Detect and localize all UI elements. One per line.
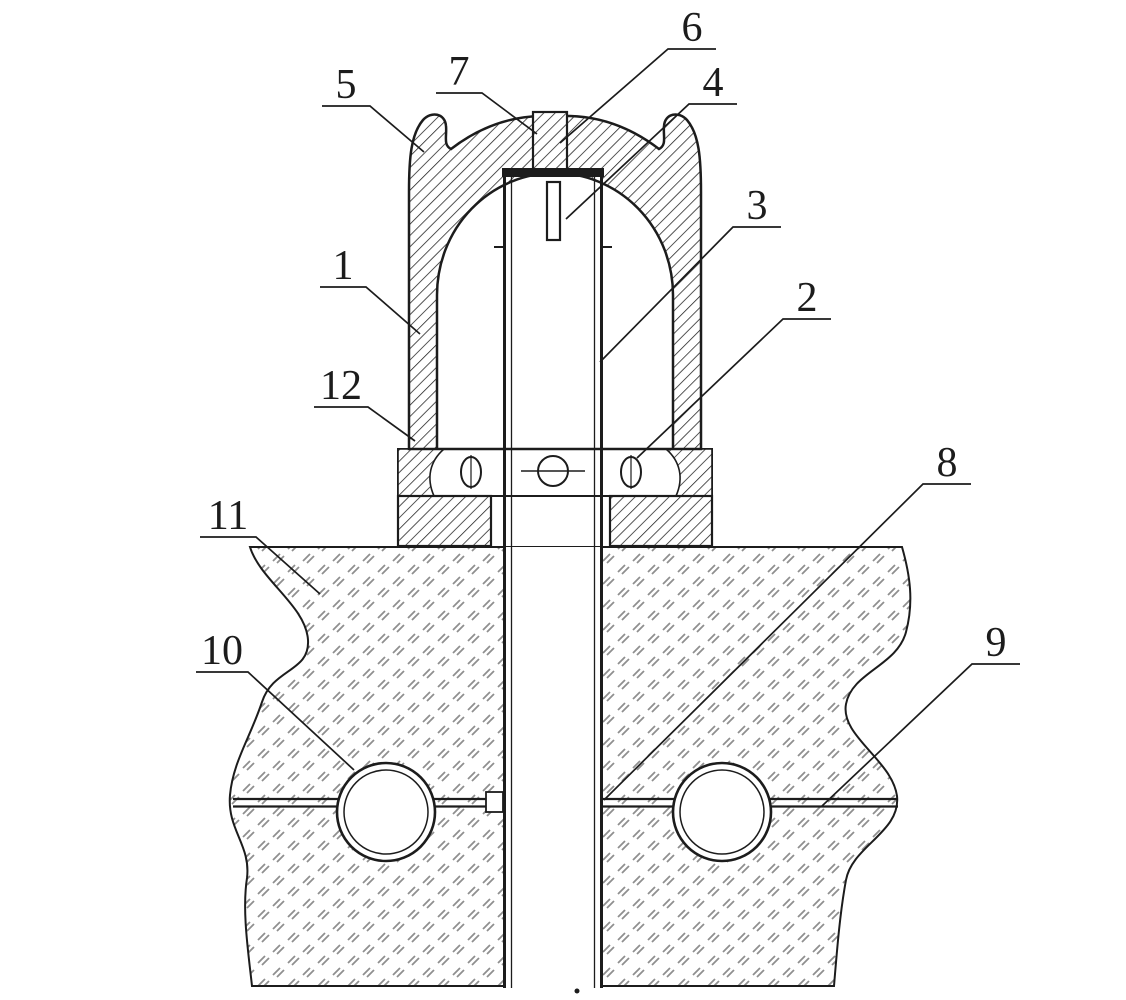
leader-line-7 bbox=[436, 92, 538, 135]
left-bolt-hole bbox=[460, 455, 482, 489]
right-pipe-circle bbox=[671, 761, 773, 863]
part-number-4: 4 bbox=[703, 60, 724, 106]
flange-right-block bbox=[608, 494, 714, 548]
tube-bottom-mark bbox=[574, 988, 580, 994]
part-label-9: 9 bbox=[821, 620, 1020, 807]
leader-line-10 bbox=[196, 671, 355, 771]
part-number-9: 9 bbox=[986, 620, 1007, 666]
leader-line-4 bbox=[565, 103, 737, 220]
pipe-connector-tab bbox=[485, 791, 504, 813]
leader-line-9 bbox=[821, 663, 1020, 807]
leader-line-2 bbox=[636, 318, 831, 459]
reference-labels: 5 7 6 4 3 2 1 12 bbox=[196, 5, 1020, 807]
collar-band bbox=[397, 448, 713, 497]
part-number-5: 5 bbox=[336, 62, 357, 108]
leader-line-11 bbox=[200, 536, 321, 595]
left-pipe-outer-ring bbox=[335, 761, 437, 863]
part-label-10: 10 bbox=[196, 628, 355, 771]
part-number-3: 3 bbox=[747, 183, 768, 229]
ground-section bbox=[228, 546, 912, 989]
part-number-8: 8 bbox=[937, 440, 958, 486]
part-label-4: 4 bbox=[565, 60, 737, 220]
part-label-5: 5 bbox=[322, 62, 425, 153]
center-tube bbox=[494, 177, 612, 994]
right-pipe-outer-ring bbox=[671, 761, 773, 863]
part-number-10: 10 bbox=[201, 628, 243, 674]
leader-line-6 bbox=[559, 48, 716, 144]
flange-left-block bbox=[396, 494, 493, 548]
part-label-11: 11 bbox=[200, 493, 321, 595]
right-pipe-inner-ring bbox=[679, 769, 765, 855]
leader-line-8 bbox=[603, 483, 971, 801]
base-flange bbox=[396, 494, 714, 548]
leader-line-5 bbox=[322, 105, 425, 153]
leader-line-3 bbox=[599, 226, 781, 363]
part-number-11: 11 bbox=[208, 493, 248, 539]
top-plate bbox=[502, 168, 604, 177]
center-bolt-hole bbox=[521, 455, 585, 487]
part-label-3: 3 bbox=[599, 183, 781, 363]
center-slot bbox=[545, 180, 562, 242]
right-bolt-hole bbox=[620, 455, 642, 489]
leader-line-1 bbox=[320, 286, 421, 335]
left-pipe-circle bbox=[335, 761, 437, 863]
part-label-6: 6 bbox=[559, 5, 716, 144]
part-label-12: 12 bbox=[314, 363, 416, 442]
part-number-2: 2 bbox=[797, 275, 818, 321]
part-number-1: 1 bbox=[333, 243, 354, 289]
part-number-7: 7 bbox=[449, 49, 470, 95]
tube-corridor bbox=[503, 547, 602, 989]
leader-line-12 bbox=[314, 406, 416, 442]
part-label-7: 7 bbox=[436, 49, 538, 135]
left-pipe-inner-ring bbox=[343, 769, 429, 855]
part-label-2: 2 bbox=[636, 275, 831, 459]
part-label-1: 1 bbox=[320, 243, 421, 335]
part-number-12: 12 bbox=[320, 363, 362, 409]
part-number-6: 6 bbox=[682, 5, 703, 51]
part-label-8: 8 bbox=[603, 440, 971, 801]
